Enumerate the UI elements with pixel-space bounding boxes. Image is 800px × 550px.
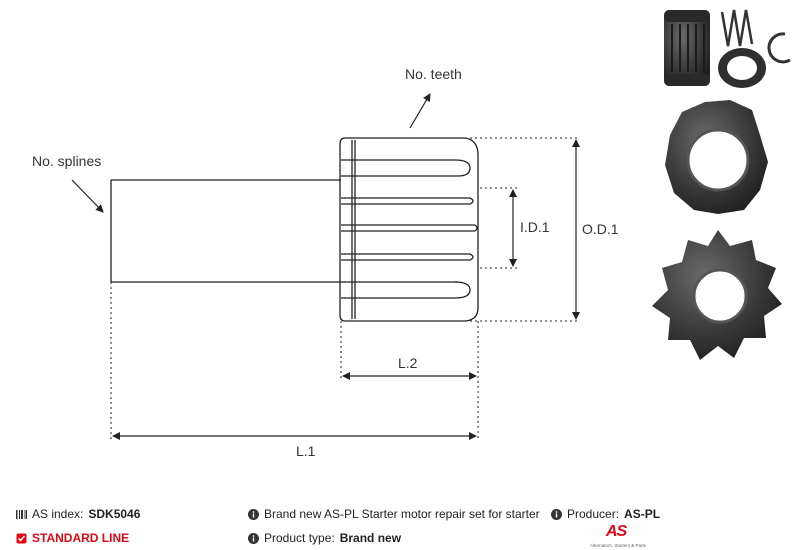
info-icon	[551, 508, 562, 520]
dimension-arrows	[71, 93, 580, 440]
as-index-label: AS index:	[32, 507, 84, 521]
product-photo-gear-large	[665, 100, 768, 214]
teeth-label: No. teeth	[405, 66, 462, 82]
product-info-footer: AS index: SDK5046 STANDARD LINE Brand ne…	[0, 500, 800, 550]
check-badge-icon	[16, 533, 27, 543]
as-pl-logo: AS Alternators, Starters & Parts	[590, 523, 660, 550]
producer-row: Producer: AS-PL	[551, 507, 660, 521]
producer-label: Producer:	[567, 507, 620, 521]
splines-label: No. splines	[32, 153, 101, 169]
product-type-value: Brand new	[339, 531, 402, 545]
splines-leader-arrow	[71, 179, 104, 213]
barcode-icon	[16, 509, 27, 519]
product-type-label: Product type:	[264, 531, 335, 545]
description-row: Brand new AS-PL Starter motor repair set…	[248, 507, 540, 521]
extension-lines	[110, 137, 580, 440]
description-text: Brand new AS-PL Starter motor repair set…	[264, 507, 540, 521]
as-index-value: SDK5046	[88, 507, 141, 521]
id1-label: I.D.1	[520, 219, 550, 235]
technical-drawing: No. teeth No. splines I.D.1 O.D.1 L.2 L.…	[32, 9, 791, 459]
od1-label: O.D.1	[582, 221, 619, 237]
product-photo-gear-small	[652, 230, 782, 360]
as-index-row: AS index: SDK5046	[16, 507, 140, 521]
producer-value: AS-PL	[624, 507, 661, 521]
product-photo-bearing	[664, 10, 710, 86]
standard-line-row: STANDARD LINE	[16, 531, 129, 545]
logo-text: AS	[606, 523, 627, 540]
logo-tagline: Alternators, Starters & Parts	[590, 543, 647, 548]
pinion-shaft	[110, 179, 341, 283]
product-type-row: Product type: Brand new	[248, 531, 401, 545]
product-photo-washer	[718, 48, 766, 88]
product-photo-spring	[720, 9, 754, 47]
standard-line-label: STANDARD LINE	[32, 531, 130, 545]
teeth-leader-arrow	[409, 93, 431, 129]
info-icon	[248, 508, 259, 520]
l2-label: L.2	[398, 355, 418, 371]
pinion-gear-head	[339, 137, 479, 322]
info-icon	[248, 532, 259, 544]
l1-label: L.1	[296, 443, 316, 459]
product-photo-circlip	[767, 32, 791, 64]
